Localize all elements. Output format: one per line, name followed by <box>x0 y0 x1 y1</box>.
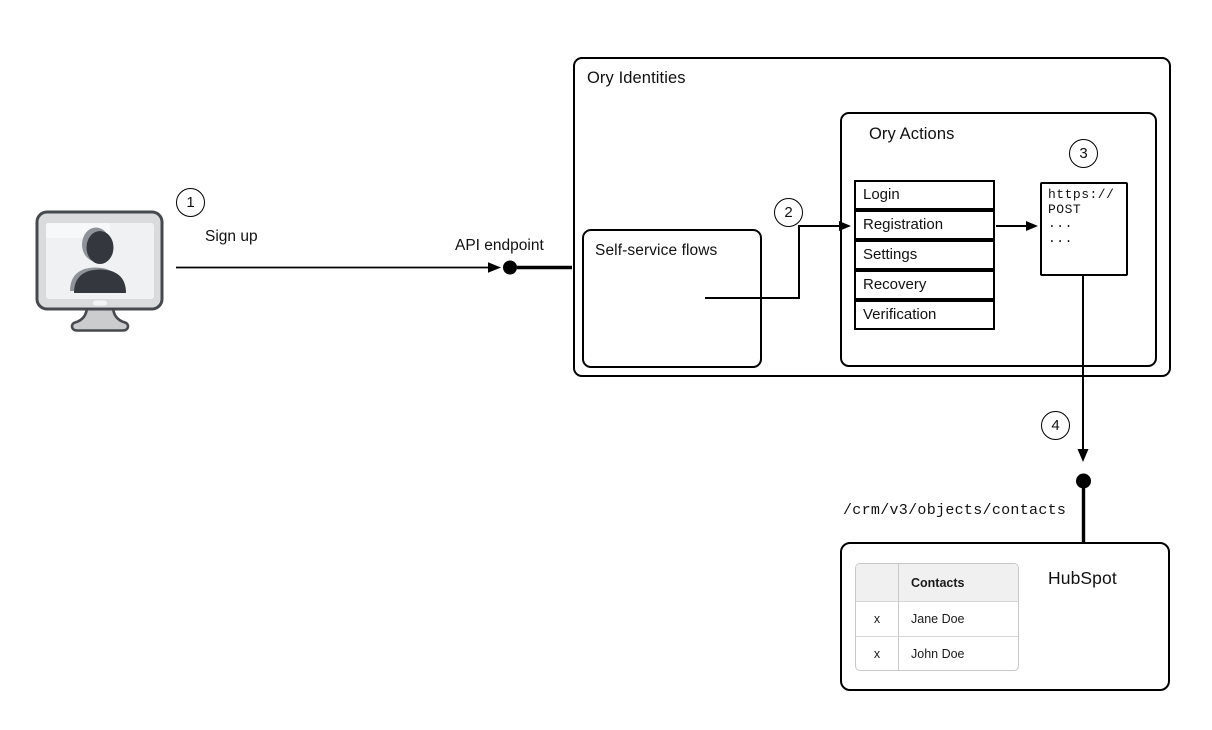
crm-path-label: /crm/v3/objects/contacts <box>843 502 1067 519</box>
table-row-name: Jane Doe <box>898 601 1018 636</box>
step-badge-1: 1 <box>176 188 205 217</box>
signup-arrowhead <box>488 262 501 273</box>
flow-item-registration: Registration <box>854 210 995 240</box>
step-badge-3: 3 <box>1069 139 1098 168</box>
monitor-frame <box>35 210 164 311</box>
hubspot-box: HubSpot <box>840 542 1170 691</box>
monitor-power-button <box>93 300 107 306</box>
sign-up-label: Sign up <box>205 228 258 245</box>
screen-highlight <box>46 223 110 238</box>
code-line: https:// <box>1048 187 1115 202</box>
self-service-flows-box: Self-service flows <box>582 229 762 368</box>
flow-item-login: Login <box>854 180 995 210</box>
self-service-flows-title: Self-service flows <box>595 242 718 259</box>
code-line: POST <box>1048 201 1082 217</box>
table-row-mark: x <box>856 636 898 670</box>
hubspot-title: HubSpot <box>1048 568 1117 588</box>
contacts-table: Contacts x Jane Doe x John Doe <box>855 563 1019 671</box>
flow-list: Login Registration Settings Recovery Ver… <box>854 180 995 330</box>
webhook-code-box: https:// POST ... ... <box>1040 182 1128 276</box>
table-header-corner <box>856 564 898 601</box>
api-endpoint-label: API endpoint <box>455 237 544 254</box>
ory-actions-box: Ory Actions <box>840 112 1157 367</box>
step-badge-2: 2 <box>774 198 803 227</box>
monitor-icon <box>35 210 164 332</box>
ory-actions-title: Ory Actions <box>869 125 955 143</box>
ory-identities-title: Ory Identities <box>587 69 686 87</box>
step-badge-4: 4 <box>1041 411 1070 440</box>
ory-identities-box: Ory Identities <box>573 57 1171 377</box>
code-line: ... <box>1048 216 1073 231</box>
api-endpoint-dot <box>503 260 517 275</box>
table-row-name: John Doe <box>898 636 1018 670</box>
table-header-contacts: Contacts <box>898 564 1018 601</box>
user-silhouette-icon <box>70 227 126 293</box>
code-line: ... <box>1048 230 1073 246</box>
monitor-stand <box>70 304 130 332</box>
flow-item-recovery: Recovery <box>854 270 995 300</box>
hubspot-endpoint-dot <box>1076 473 1091 489</box>
monitor-screen <box>46 223 154 299</box>
table-row-mark: x <box>856 601 898 636</box>
flow-item-settings: Settings <box>854 240 995 270</box>
flow-item-verification: Verification <box>854 300 995 330</box>
hubspot-arrowhead <box>1077 449 1089 462</box>
